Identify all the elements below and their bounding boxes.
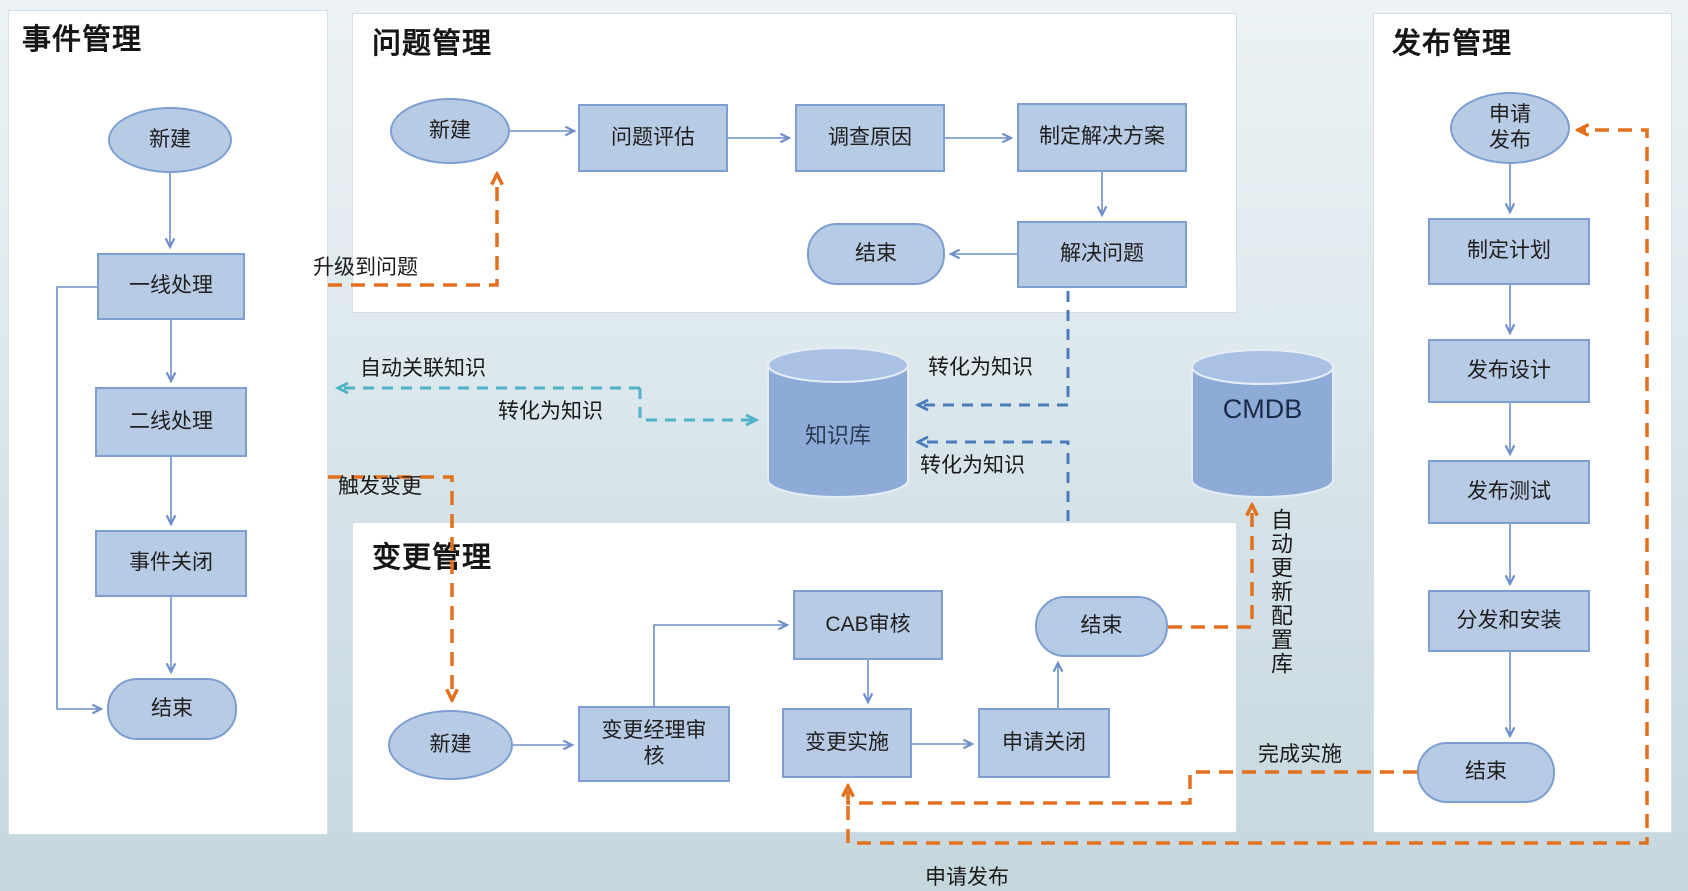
convert-to-knowledge-change-label: 转化为知识 <box>920 454 1025 477</box>
request-release-label: 申请发布 <box>925 866 1009 889</box>
problem-end-node: 结束 <box>807 223 945 285</box>
release-distribute-node: 分发和安装 <box>1428 590 1590 652</box>
change-panel-title: 变更管理 <box>372 542 493 574</box>
incident-second-line-node: 二线处理 <box>95 387 247 457</box>
cmdb-label: CMDB <box>1222 394 1303 424</box>
trigger-change-label: 触发变更 <box>338 475 422 498</box>
problem-make-solution-node: 制定解决方案 <box>1017 103 1187 172</box>
release-plan-node: 制定计划 <box>1428 218 1590 285</box>
problem-resolve-node: 解决问题 <box>1017 221 1187 288</box>
change-request-close-node: 申请关闭 <box>978 708 1110 778</box>
orange-dashed-links <box>328 130 1649 845</box>
incident-first-line-node: 一线处理 <box>97 253 245 320</box>
incident-start-node: 新建 <box>108 107 232 173</box>
change-start-node: 新建 <box>388 710 513 780</box>
auto-update-cmdb-label: 自动更新配置库 <box>1268 508 1293 676</box>
convert-to-knowledge-incident-label: 转化为知识 <box>498 400 603 423</box>
release-design-node: 发布设计 <box>1428 339 1590 403</box>
problem-panel-title: 问题管理 <box>372 28 493 60</box>
teal-dashed-links <box>338 388 756 420</box>
knowledge-base-cylinder <box>767 347 909 498</box>
change-arrows <box>513 625 1058 745</box>
problem-start-node: 新建 <box>390 98 510 164</box>
escalate-to-problem-label: 升级到问题 <box>313 256 418 279</box>
problem-arrows <box>510 131 1102 254</box>
incident-arrows <box>56 173 171 709</box>
problem-evaluate-node: 问题评估 <box>578 104 728 172</box>
release-test-node: 发布测试 <box>1428 460 1590 524</box>
incident-close-node: 事件关闭 <box>95 530 247 597</box>
auto-link-knowledge-label: 自动关联知识 <box>360 357 486 380</box>
knowledge-base-label: 知识库 <box>804 423 871 448</box>
incident-panel-title: 事件管理 <box>22 24 143 56</box>
release-start-node: 申请 发布 <box>1450 92 1570 164</box>
release-end-node: 结束 <box>1417 742 1555 803</box>
change-implement-node: 变更实施 <box>782 708 912 778</box>
problem-investigate-node: 调查原因 <box>795 104 945 172</box>
release-panel-title: 发布管理 <box>1392 28 1513 60</box>
convert-to-knowledge-problem-label: 转化为知识 <box>928 356 1033 379</box>
cmdb-cylinder <box>1191 349 1334 498</box>
change-panel <box>352 522 1237 833</box>
blue-dashed-links <box>918 291 1070 521</box>
change-manager-review-node: 变更经理审核 <box>578 706 730 782</box>
complete-implementation-label: 完成实施 <box>1258 743 1342 766</box>
incident-end-node: 结束 <box>107 678 237 740</box>
change-end-node: 结束 <box>1035 596 1168 657</box>
change-cab-review-node: CAB审核 <box>793 590 943 660</box>
